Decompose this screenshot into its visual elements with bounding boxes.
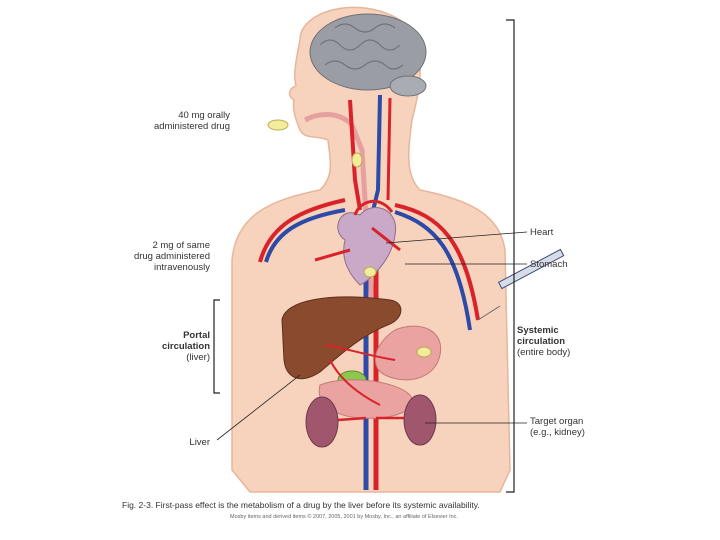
- right-kidney: [403, 394, 437, 446]
- iv-line-1: 2 mg of same: [152, 240, 210, 251]
- target-line-2: (e.g., kidney): [530, 427, 585, 438]
- systemic-bracket: [506, 19, 515, 493]
- portal-line-2: circulation: [161, 341, 210, 352]
- figure-caption: Fig. 2-3. First-pass effect is the metab…: [122, 500, 480, 510]
- renal-vessels: [337, 416, 404, 422]
- oral-pill: [267, 119, 289, 131]
- right-arm-artery: [394, 203, 480, 321]
- esophagus: [303, 112, 375, 301]
- systemic-line-2: circulation: [517, 336, 566, 347]
- systemic-line-3: (entire body): [517, 347, 571, 358]
- pill-in-esophagus: [351, 152, 363, 168]
- cerebellum: [389, 75, 427, 97]
- iv-dose-label: 2 mg of same drug administered intraveno…: [110, 240, 210, 273]
- target-line-1: Target organ: [530, 416, 584, 427]
- syringe-icon: [477, 248, 565, 321]
- systemic-line-1: Systemic: [517, 325, 559, 336]
- systemic-circulation-label: Systemic circulation (entire body): [517, 325, 570, 358]
- leader-heart: [385, 231, 528, 244]
- neck-artery-2: [386, 97, 392, 201]
- iv-line-2: drug administered: [133, 251, 210, 262]
- heart: [337, 207, 397, 286]
- copyright-notice: Mosby items and derived items © 2007, 20…: [230, 514, 458, 520]
- portal-bracket: [213, 299, 220, 394]
- brain-folds: [319, 23, 404, 70]
- heart-label: Heart: [530, 227, 554, 238]
- pill-in-intestine: [416, 346, 432, 358]
- liver-label: Liver: [189, 437, 210, 448]
- left-arm-artery: [258, 198, 346, 263]
- oral-dose-label: 40 mg orally administered drug: [120, 110, 230, 132]
- right-arm-vein: [394, 210, 472, 331]
- stomach-label: Stomach: [530, 259, 568, 270]
- portal-vein: [324, 344, 396, 406]
- target-organ-label: Target organ (e.g., kidney): [530, 416, 585, 438]
- left-kidney: [305, 396, 339, 448]
- brain: [309, 13, 427, 91]
- carotid-artery: [348, 99, 362, 211]
- portal-line-3: (liver): [186, 352, 210, 363]
- iv-line-3: intravenously: [154, 262, 210, 273]
- liver: [281, 296, 402, 380]
- oral-line-2: administered drug: [153, 121, 230, 132]
- left-arm-vein: [264, 208, 346, 263]
- heart-vessels: [314, 200, 401, 262]
- portal-line-1: Portal: [183, 330, 210, 341]
- jugular-vein: [370, 94, 382, 216]
- leader-liver: [216, 374, 301, 441]
- oral-line-1: 40 mg orally: [178, 110, 230, 121]
- pill-in-stomach: [363, 266, 377, 278]
- portal-circulation-label: Portal circulation (liver): [130, 330, 210, 363]
